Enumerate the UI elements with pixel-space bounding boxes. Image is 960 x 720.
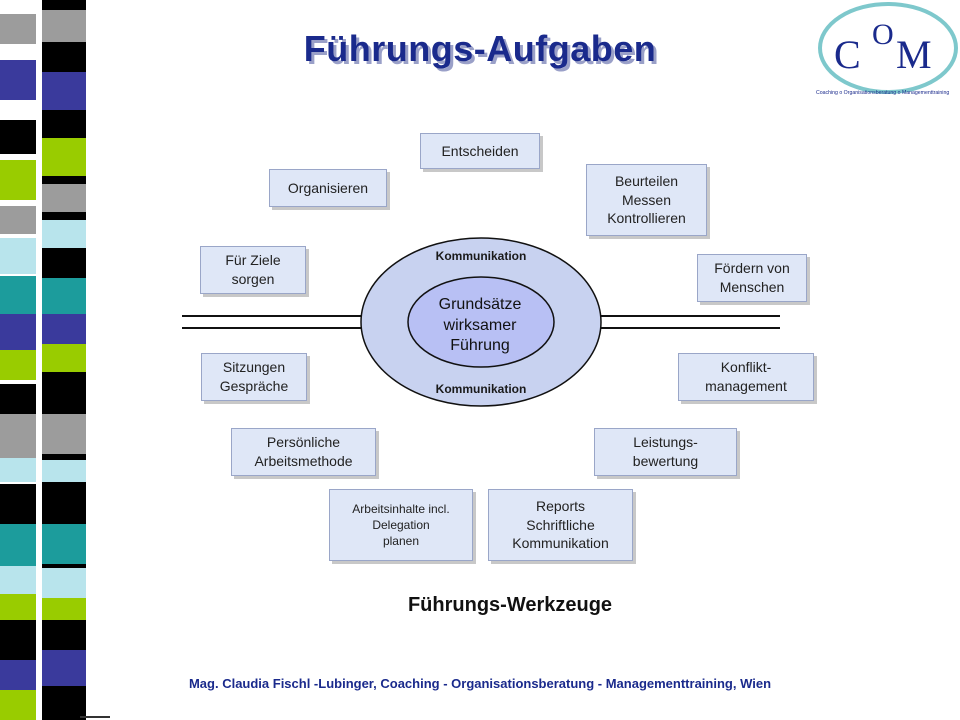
task-label: Delegation <box>372 517 430 532</box>
center-principles: Grundsätze wirksamer Führung <box>408 286 552 366</box>
page-title: Führungs-Aufgaben <box>303 28 657 69</box>
task-sitzungen: Sitzungen Gespräche <box>201 353 307 401</box>
logo-tagline: Coaching o Organisationsberatung o Manag… <box>816 90 949 96</box>
ring-label-bottom: Kommunikation <box>435 382 527 396</box>
logo-letter-c: C <box>834 32 861 77</box>
footer-credit: Mag. Claudia Fischl -Lubinger, Coaching … <box>188 676 772 691</box>
task-leistungsbewertung: Leistungs- bewertung <box>594 428 737 476</box>
task-label: Kommunikation <box>512 535 609 552</box>
task-label: Fördern von <box>714 260 790 277</box>
task-konflikt: Konflikt- management <box>678 353 814 401</box>
task-label: Beurteilen <box>614 172 679 189</box>
task-label: Leistungs- <box>633 434 698 451</box>
task-label: Kontrollieren <box>607 210 686 227</box>
task-label: Für Ziele <box>225 252 281 269</box>
task-label: Entscheiden <box>441 142 519 159</box>
task-foerdern: Fördern von Menschen <box>697 254 807 302</box>
tools-heading: Führungs-Werkzeuge <box>407 594 613 616</box>
center-line: Grundsätze <box>438 295 522 313</box>
logo-letter-m: M <box>896 32 932 77</box>
task-label: Schriftliche <box>526 516 595 533</box>
task-entscheiden: Entscheiden <box>420 133 540 169</box>
task-label: Konflikt- <box>720 359 772 376</box>
task-label: planen <box>382 534 420 549</box>
task-reports: Reports Schriftliche Kommunikation <box>488 489 633 561</box>
task-organisieren: Organisieren <box>269 169 387 207</box>
task-label: Arbeitsinhalte incl. <box>352 501 450 516</box>
logo-letter-o: O <box>872 18 894 51</box>
task-label: Persönliche <box>266 434 341 451</box>
task-label: Reports <box>535 497 586 514</box>
task-label: Menschen <box>719 279 785 295</box>
ring-label-top: Kommunikation <box>435 249 527 263</box>
task-label: sorgen <box>231 271 275 287</box>
task-label: bewertung <box>632 453 699 469</box>
task-label: Organisieren <box>287 179 369 196</box>
com-logo: C O M Coaching o Organisationsberatung o… <box>812 0 960 100</box>
task-label: Messen <box>621 191 672 208</box>
center-line: Führung <box>450 337 510 355</box>
task-label: Arbeitsmethode <box>254 453 353 469</box>
task-beurteilen: Beurteilen Messen Kontrollieren <box>586 164 707 236</box>
center-line: wirksamer <box>443 316 517 334</box>
task-label: management <box>705 378 787 394</box>
task-persoenliche-arbeitsmethode: Persönliche Arbeitsmethode <box>231 428 376 476</box>
task-ziele: Für Ziele sorgen <box>200 246 306 294</box>
task-label: Gespräche <box>219 378 289 394</box>
task-arbeitsinhalte: Arbeitsinhalte incl. Delegation planen <box>329 489 473 561</box>
principles-core <box>407 276 555 368</box>
decorative-side-strip <box>0 0 110 720</box>
task-label: Sitzungen <box>222 359 286 376</box>
